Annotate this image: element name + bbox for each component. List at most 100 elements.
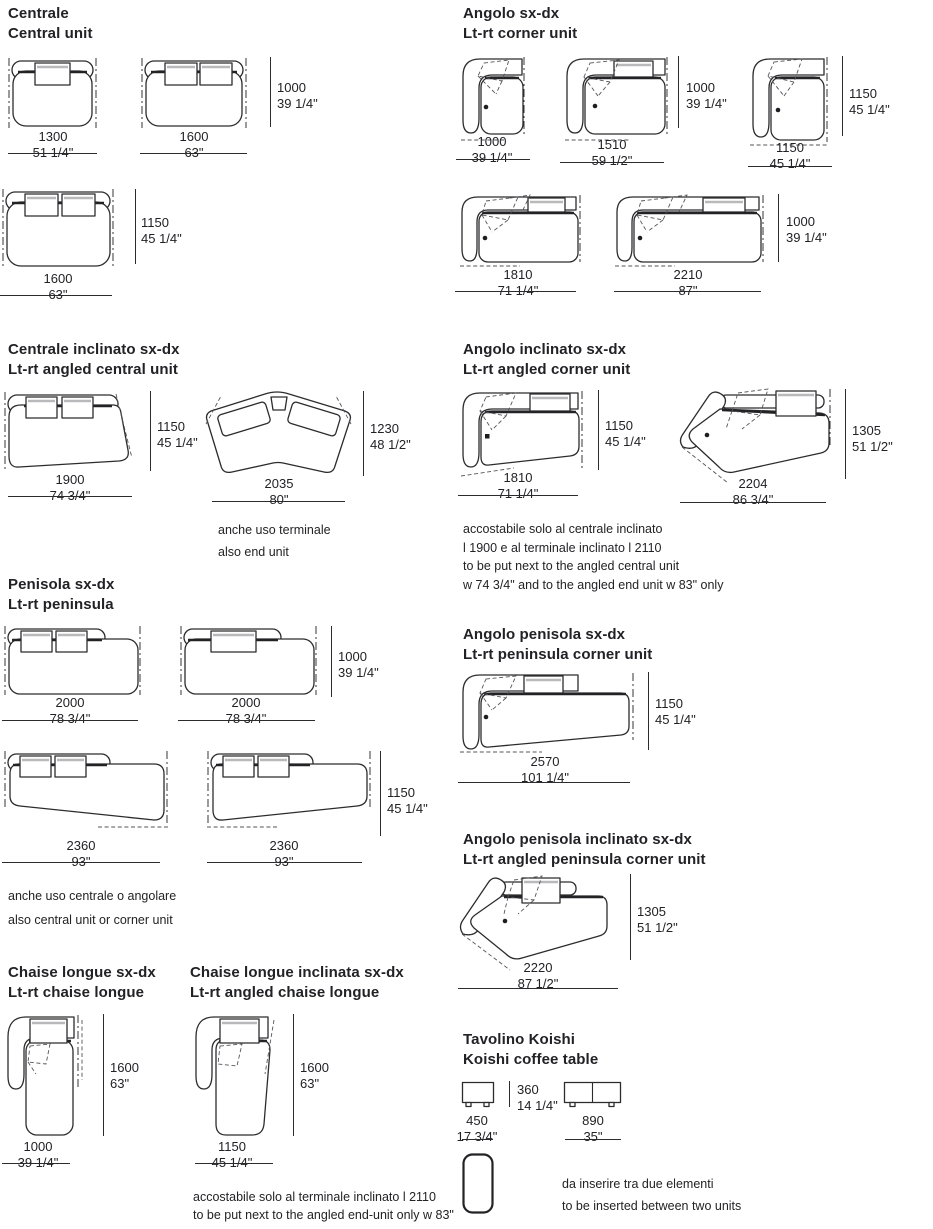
- note-tavolino: da inserire tra due elementi to be inser…: [562, 1177, 742, 1213]
- dimension-underline: [462, 1139, 493, 1140]
- section-title-angolo-inclinato: Angolo inclinato sx-dx Lt-rt angled corn…: [463, 341, 631, 378]
- section-title-angolo-penisola-inclinato: Angolo penisola inclinato sx-dx Lt-rt an…: [463, 831, 706, 868]
- dimension-underline: [565, 1139, 621, 1140]
- dimension-underline: [458, 782, 630, 783]
- diagram-angled-chaise-longue-1150: [195, 1016, 275, 1136]
- section-title-tavolino: Tavolino Koishi Koishi coffee table: [463, 1031, 599, 1068]
- diagram-corner-unit-2210: [615, 194, 764, 267]
- note-centrale-inclinato: anche uso terminale also end unit: [218, 523, 331, 559]
- diagram-peninsula-2360-a: [4, 751, 168, 828]
- title-it: Centrale: [8, 5, 69, 22]
- diagram-central-unit-1300: [8, 58, 97, 128]
- note-chaise-inclinata: accostabile solo al terminale inclinato …: [193, 1190, 454, 1222]
- diagram-corner-unit-1510: [565, 57, 668, 141]
- section-title-centrale: Centrale Central unit: [8, 4, 93, 43]
- dimension-extent-line: [630, 874, 632, 960]
- dimension-underline: [207, 862, 362, 863]
- dimension-extent-line: [135, 189, 137, 264]
- section-title-chaise-inclinata: Chaise longue inclinata sx-dx Lt-rt angl…: [190, 964, 404, 1001]
- dimension-underline: [455, 291, 576, 292]
- dimension-underline: [614, 291, 761, 292]
- diagram-coffee-table-top-view: [462, 1153, 494, 1214]
- diagram-corner-unit-1150: [750, 57, 828, 146]
- section-title-centrale-inclinato: Centrale inclinato sx-dx Lt-rt angled ce…: [8, 341, 180, 378]
- dimension-underline: [2, 720, 138, 721]
- diagram-angled-corner-2204: [679, 388, 831, 484]
- diagram-peninsula-2000-b: [180, 626, 317, 695]
- dimension-underline: [8, 496, 132, 497]
- note-angolo-inclinato-it: accostabile solo al centrale inclinato l…: [463, 522, 663, 555]
- dimension-underline: [456, 159, 530, 160]
- diagram-peninsula-2360-b: [207, 751, 371, 828]
- diagram-central-unit-1600-deep: [2, 189, 114, 267]
- dimension-extent-line: [598, 390, 600, 470]
- dimension-extent-line: [270, 57, 272, 127]
- dimension-extent-line: [293, 1014, 295, 1136]
- dimension-extent-line: [150, 391, 152, 471]
- dimension-underline: [458, 988, 618, 989]
- section-title-chaise: Chaise longue sx-dx Lt-rt chaise longue: [8, 964, 156, 1001]
- note-penisola: anche uso centrale o angolare also centr…: [8, 889, 177, 927]
- section-title-angolo-penisola: Angolo penisola sx-dx Lt-rt peninsula co…: [463, 626, 653, 663]
- section-title-penisola: Penisola sx-dx Lt-rt peninsula: [8, 576, 115, 613]
- dimension-extent-line: [845, 389, 847, 479]
- diagram-peninsula-2000-a: [4, 626, 141, 695]
- dimension-extent-line: [648, 672, 650, 750]
- dimension-underline: [0, 295, 112, 296]
- dimension-underline: [2, 1163, 70, 1164]
- diagram-chaise-longue-1000: [7, 1015, 83, 1136]
- title-en: Central unit: [8, 24, 93, 42]
- dimension-extent-line: [363, 391, 365, 476]
- dimension-underline: [140, 153, 247, 154]
- dimension-underline: [178, 720, 315, 721]
- dimension-underline: [8, 153, 97, 154]
- dimension-underline: [748, 166, 832, 167]
- dimension-underline: [212, 501, 345, 502]
- diagram-coffee-table-450-front: [461, 1081, 495, 1108]
- dimension-extent-line: [103, 1014, 105, 1136]
- dimension-underline: [2, 862, 160, 863]
- diagram-angled-central-2035: [205, 391, 352, 474]
- diagram-corner-unit-1810: [460, 194, 581, 267]
- dimension-underline: [680, 502, 826, 503]
- dimension-underline: [560, 162, 664, 163]
- section-title-angolo: Angolo sx-dx Lt-rt corner unit: [463, 5, 578, 42]
- dimension-underline: [195, 1163, 273, 1164]
- dimension-underline: [458, 495, 578, 496]
- diagram-angled-peninsula-corner-2220: [459, 875, 608, 971]
- dimension-extent-line: [509, 1081, 511, 1107]
- note-angolo-inclinato-en: to be put next to the angled central uni…: [463, 559, 724, 592]
- dimension-extent-line: [678, 56, 680, 128]
- dimension-extent-line: [778, 194, 780, 262]
- diagram-coffee-table-890-front: [563, 1081, 622, 1108]
- diagram-angled-corner-1810: [460, 391, 583, 477]
- diagram-peninsula-corner-2570: [460, 673, 634, 753]
